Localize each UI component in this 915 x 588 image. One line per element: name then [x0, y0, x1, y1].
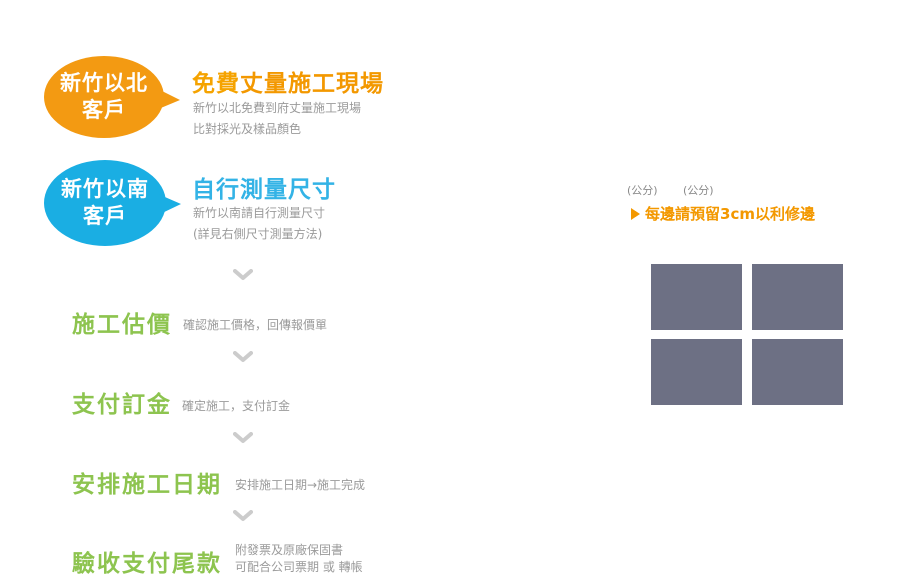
north-option-title: 免費丈量施工現場	[192, 64, 384, 98]
north-customer-bubble: 新竹以北 客戶	[44, 56, 184, 140]
step-title-deposit: 支付訂金	[72, 392, 172, 418]
south-desc-line1: 新竹以南請自行測量尺寸	[193, 206, 326, 220]
trim-margin-note-text: 每邊請預留3cm以利修邊	[645, 205, 815, 223]
triangle-right-icon	[631, 207, 640, 220]
unit-label-height: (公分)	[683, 184, 714, 197]
north-desc-line2: 比對採光及樣品顏色	[193, 122, 302, 136]
north-desc-line1: 新竹以北免費到府丈量施工現場	[193, 101, 362, 115]
speech-bubble-shape-icon	[44, 160, 181, 246]
south-desc-line2: (詳見右側尺寸測量方法)	[193, 227, 323, 241]
south-bubble-line2: 客戶	[83, 204, 127, 228]
north-bubble-text: 新竹以北 客戶	[44, 56, 164, 138]
north-title-free: 免費	[192, 71, 240, 97]
south-bubble-line1: 新竹以南	[61, 177, 149, 201]
chevron-down-icon	[233, 510, 253, 521]
chevron-down-icon	[233, 269, 253, 280]
window-pane-top-left	[651, 264, 742, 330]
north-bubble-line1: 新竹以北	[60, 71, 148, 95]
north-title-measure: 丈量施工現場	[240, 71, 384, 97]
step-desc-schedule: 安排施工日期→施工完成	[235, 478, 366, 492]
step-title-schedule: 安排施工日期	[72, 472, 222, 498]
final-payment-desc-line2: 可配合公司票期 或 轉帳	[235, 560, 363, 574]
window-pane-top-right	[752, 264, 843, 330]
step-desc-final-payment: 附發票及原廠保固書 可配合公司票期 或 轉帳	[235, 542, 363, 576]
trim-margin-note: 每邊請預留3cm以利修邊	[631, 203, 815, 224]
final-payment-desc-line1: 附發票及原廠保固書	[235, 543, 344, 557]
south-bubble-text: 新竹以南 客戶	[44, 160, 166, 246]
chevron-down-icon	[233, 351, 253, 362]
south-option-desc: 新竹以南請自行測量尺寸 (詳見右側尺寸測量方法)	[193, 203, 325, 245]
window-pane-bottom-left	[651, 339, 742, 405]
north-bubble-line2: 客戶	[82, 98, 126, 122]
speech-bubble-shape-icon	[44, 56, 180, 138]
step-title-final-payment: 驗收支付尾款	[72, 551, 222, 577]
window-pane-bottom-right	[752, 339, 843, 405]
south-customer-bubble: 新竹以南 客戶	[44, 160, 184, 248]
chevron-down-icon	[233, 432, 253, 443]
step-desc-deposit: 確定施工，支付訂金	[182, 399, 291, 413]
step-desc-quote: 確認施工價格，回傳報價單	[183, 318, 328, 332]
unit-label-width: (公分)	[627, 184, 658, 197]
north-option-desc: 新竹以北免費到府丈量施工現場 比對採光及樣品顏色	[193, 98, 361, 140]
step-title-quote: 施工估價	[72, 312, 172, 338]
south-option-title: 自行測量尺寸	[192, 177, 336, 203]
